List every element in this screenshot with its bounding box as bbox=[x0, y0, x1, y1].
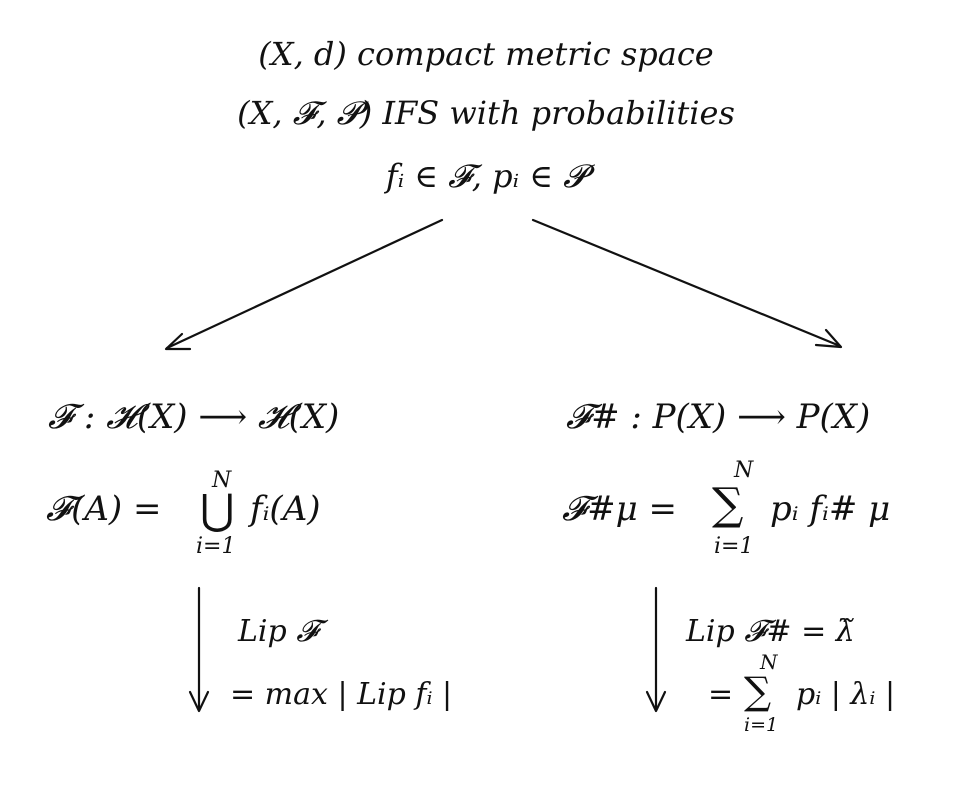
left-formula-rhs: fᵢ(A) bbox=[250, 489, 321, 529]
right-map-definition: 𝓕# : P(X) ⟶ P(X) bbox=[566, 397, 871, 437]
header-line-space: (X, d) compact metric space bbox=[258, 35, 714, 73]
header-line-elements: fᵢ ∈ 𝓕, pᵢ ∈ 𝓟 bbox=[385, 157, 587, 195]
right-lip-upper-limit: N bbox=[760, 650, 778, 674]
header-line-ifs: (X, 𝓕, 𝓟) IFS with probabilities bbox=[237, 94, 735, 132]
left-formula-union-symbol: ⋃ bbox=[200, 485, 235, 534]
right-lip-equals: = bbox=[708, 677, 734, 712]
right-lip-summand: pᵢ | λᵢ | bbox=[796, 677, 896, 712]
arrow-left-down bbox=[188, 586, 210, 713]
right-formula-upper-limit: N bbox=[734, 458, 754, 483]
left-formula-upper-limit: N bbox=[212, 468, 232, 493]
left-formula-lower-limit: i=1 bbox=[196, 534, 236, 559]
right-lip-sum-symbol: ∑ bbox=[744, 669, 772, 713]
left-lip-value: = max | Lip fᵢ | bbox=[230, 677, 453, 712]
right-lip-label: Lip 𝓕# = λ̃ bbox=[686, 614, 855, 649]
right-formula-sum-symbol: ∑ bbox=[712, 479, 744, 530]
left-map-definition: 𝓕 : 𝓗(X) ⟶ 𝓗(X) bbox=[48, 397, 340, 437]
left-lip-label: Lip 𝓕 bbox=[238, 614, 319, 649]
right-lip-lower-limit: i=1 bbox=[744, 714, 779, 736]
right-formula-lower-limit: i=1 bbox=[714, 534, 754, 559]
right-formula-rhs: pᵢ fᵢ# μ bbox=[770, 489, 891, 529]
right-formula-lhs: 𝓕#μ = bbox=[562, 489, 677, 529]
left-formula-lhs: 𝓕(A) = bbox=[46, 489, 162, 529]
arrow-right-down bbox=[645, 586, 667, 713]
arrow-to-left-branch bbox=[164, 218, 444, 351]
arrow-to-right-branch bbox=[531, 218, 843, 349]
